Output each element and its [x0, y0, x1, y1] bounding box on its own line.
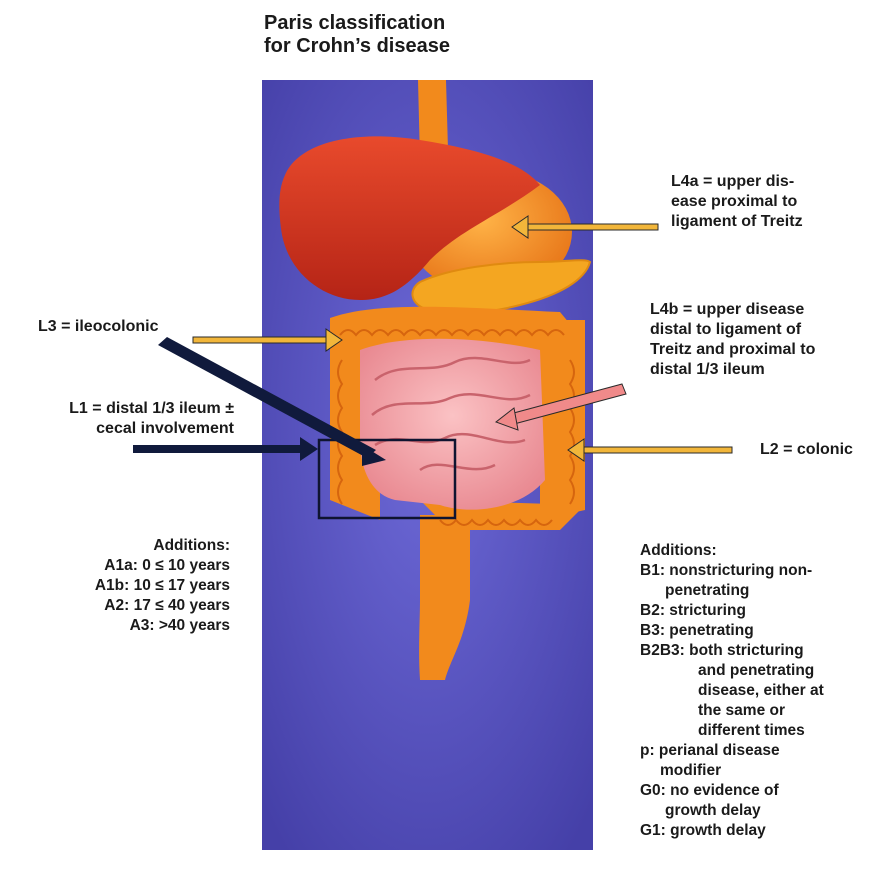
age-item-a2: A2: 17 ≤ 40 years — [40, 596, 230, 616]
age-item-a3: A3: >40 years — [40, 616, 230, 636]
growth-g0-line-2: growth delay — [640, 801, 824, 821]
behavior-b2b3-line-3: disease, either at — [640, 681, 824, 701]
age-additions: Additions: A1a: 0 ≤ 10 years A1b: 10 ≤ 1… — [40, 536, 230, 636]
behavior-b2b3-line-4: the same or — [640, 701, 824, 721]
label-l4b: L4b = upper disease distal to ligament o… — [650, 300, 815, 380]
behavior-b2: B2: stricturing — [640, 601, 824, 621]
age-item-a1a: A1a: 0 ≤ 10 years — [40, 556, 230, 576]
age-additions-heading: Additions: — [40, 536, 230, 556]
label-l4b-line-4: distal 1/3 ileum — [650, 360, 815, 380]
label-l4b-line-2: distal to ligament of — [650, 320, 815, 340]
behavior-b3: B3: penetrating — [640, 621, 824, 641]
age-item-a1b: A1b: 10 ≤ 17 years — [40, 576, 230, 596]
label-l1-line-1: L1 = distal 1/3 ileum ± — [10, 399, 234, 419]
behavior-b1-line-2: penetrating — [640, 581, 824, 601]
label-l4a-line-2: ease proximal to — [671, 192, 803, 212]
label-l4a: L4a = upper dis- ease proximal to ligame… — [671, 172, 803, 232]
behavior-additions: Additions: B1: nonstricturing non- penet… — [640, 541, 824, 841]
label-l4b-line-1: L4b = upper disease — [650, 300, 815, 320]
behavior-additions-heading: Additions: — [640, 541, 824, 561]
behavior-b2b3-line-2: and penetrating — [640, 661, 824, 681]
label-l4a-line-3: ligament of Treitz — [671, 212, 803, 232]
label-l2: L2 = colonic — [760, 440, 853, 460]
label-l3: L3 = ileocolonic — [38, 317, 158, 337]
growth-g0-line-1: G0: no evidence of — [640, 781, 824, 801]
growth-g1: G1: growth delay — [640, 821, 824, 841]
behavior-b2b3-line-5: different times — [640, 721, 824, 741]
label-l4a-line-1: L4a = upper dis- — [671, 172, 803, 192]
label-l1: L1 = distal 1/3 ileum ± cecal involvemen… — [10, 399, 234, 439]
behavior-b2b3-line-1: B2B3: both stricturing — [640, 641, 824, 661]
modifier-p-line-2: modifier — [640, 761, 824, 781]
label-l4b-line-3: Treitz and proximal to — [650, 340, 815, 360]
descending-colon — [540, 320, 585, 520]
behavior-b1-line-1: B1: nonstricturing non- — [640, 561, 824, 581]
label-l1-line-2: cecal involvement — [10, 419, 234, 439]
modifier-p-line-1: p: perianal disease — [640, 741, 824, 761]
